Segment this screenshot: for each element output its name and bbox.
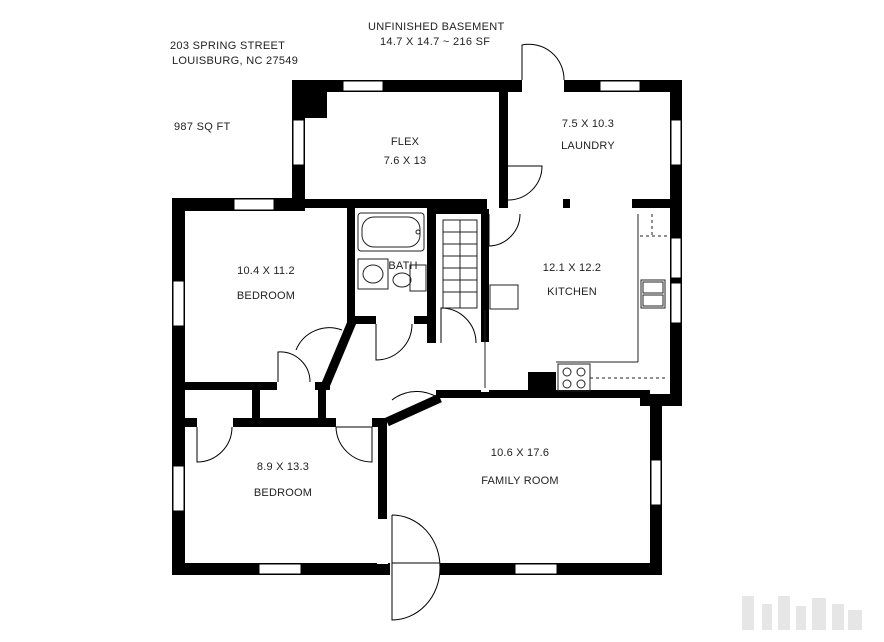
bedroom2-size: 8.9 X 13.3 (256, 461, 310, 473)
range-icon (557, 363, 591, 392)
bath-fixtures (357, 212, 427, 292)
flex-name: FLEX (390, 136, 420, 148)
laundry-size: 7.5 X 10.3 (561, 118, 615, 130)
angled-walls (321, 320, 442, 427)
toilet-icon (409, 264, 427, 292)
kitchen-fixtures (484, 214, 668, 392)
total-area: 987 SQ FT (174, 121, 231, 133)
watermark (742, 596, 862, 630)
bedroom1-size: 10.4 X 11.2 (237, 265, 295, 277)
address-line-1: 203 SPRING STREET (170, 40, 286, 52)
basement-size: 14.7 X 14.7 ~ 216 SF (380, 36, 491, 48)
flex-size: 7.6 X 13 (383, 155, 427, 167)
sink-icon (357, 258, 389, 290)
address-line-2: LOUISBURG, NC 27549 (172, 55, 299, 67)
basement-title: UNFINISHED BASEMENT (368, 21, 505, 33)
bedroom2-name: BEDROOM (253, 487, 313, 499)
bath-name: BATH (388, 260, 418, 272)
door-swings (196, 43, 565, 621)
laundry-name: LAUNDRY (561, 140, 615, 152)
family-room-size: 10.6 X 17.6 (490, 447, 550, 459)
kitchen-sink-icon (640, 279, 666, 309)
bedroom1-name: BEDROOM (236, 290, 296, 302)
bathtub-icon (357, 212, 425, 252)
kitchen-size: 12.1 X 12.2 (542, 262, 602, 274)
stairs-icon (442, 219, 478, 309)
windows (172, 80, 682, 575)
door-openings (197, 79, 632, 576)
refrigerator-icon (489, 284, 519, 310)
kitchen-name: KITCHEN (547, 286, 597, 298)
family-room-name: FAMILY ROOM (481, 475, 559, 487)
